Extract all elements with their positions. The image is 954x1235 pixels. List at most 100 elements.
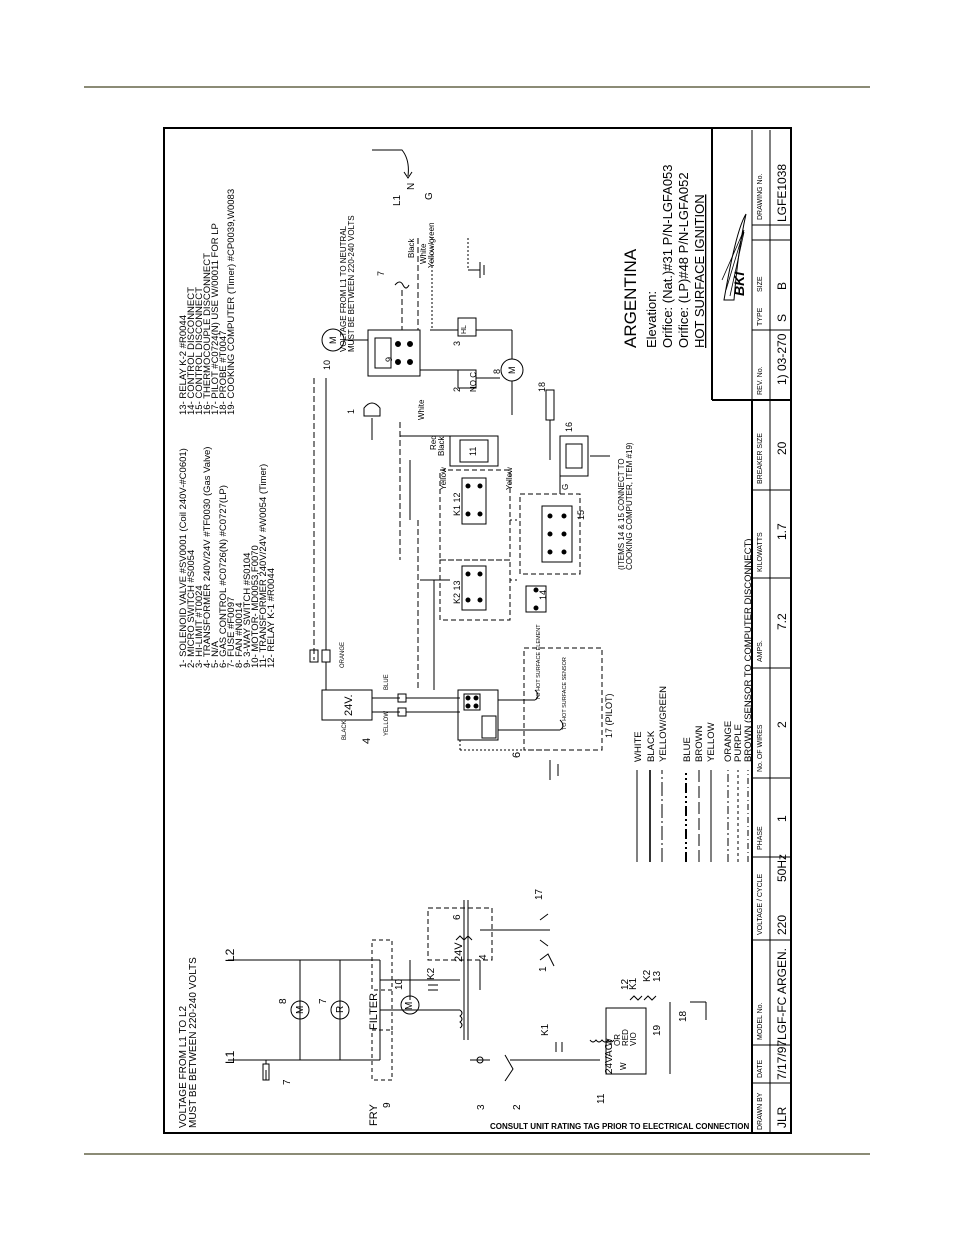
label-13: 13: [652, 970, 663, 982]
wiring-g2: G: [561, 484, 570, 490]
label-vio: VIO: [629, 1032, 638, 1046]
wiring-hl: HL: [461, 325, 468, 334]
label-1: 1: [538, 966, 549, 972]
motor-m2: M: [404, 1002, 415, 1010]
title-block: [164, 128, 791, 1134]
legend-yellow-green: YELLOW/GREEN: [658, 686, 669, 762]
legend-item-15: 15- CONTROL DISCONNECT: [194, 287, 205, 415]
wiring-note-1: VOLTAGE FROM L1 TO NEUTRAL: [339, 225, 348, 352]
wiring-6: 6: [511, 752, 523, 758]
wire-yellow2: Yellow: [505, 467, 514, 490]
wire-orange: ORANGE: [340, 642, 346, 668]
hdr-voltage: VOLTAGE / CYCLE: [757, 873, 764, 935]
wiring-labels: VOLTAGE FROM L1 TO NEUTRAL MUST BE BETWE…: [322, 183, 634, 758]
ignition: HOT SURFACE IGNITION: [692, 194, 707, 348]
wiring-24v: 24V.: [343, 694, 355, 716]
wire-legend: [636, 770, 749, 862]
wiring-no-c: NO C: [469, 372, 478, 392]
orifice-lp: Orifice: (LP)#48 P/N-LGFA052: [676, 172, 691, 348]
label-11: 11: [596, 1093, 607, 1104]
legend-yellow: YELLOW: [706, 722, 717, 762]
wire-black2: Black: [437, 435, 446, 456]
relay-r: R: [335, 1006, 346, 1013]
legend-purple: PURPLE: [733, 724, 744, 762]
power-g: G: [424, 192, 435, 200]
wire-legend-labels: WHITE BLACK YELLOW/GREEN BLUE BROWN YELL…: [633, 539, 754, 762]
hdr-wires: No. OF WIRES: [757, 724, 764, 772]
motor-m: M: [295, 1006, 306, 1014]
component-legend: 1- SOLENOID VALVE #SV0001 (Coil 240V-#C0…: [178, 189, 277, 668]
legend-item-7: 7- FUSE #F0097: [226, 597, 237, 668]
ladder-voltage-1: VOLTAGE FROM L1 TO L2: [178, 1005, 189, 1128]
power-n: N: [406, 183, 417, 190]
wiring-k1-12: K1 12: [452, 492, 462, 516]
hot-element: TO HOT SURFACE ELEMENT: [536, 624, 542, 700]
ladder-diagram: [228, 900, 707, 1082]
legend-item-2: 2- MICRO SWITCH #S0054: [186, 550, 197, 668]
label-8: 8: [278, 998, 289, 1004]
wiring-diagram: [309, 149, 610, 780]
val-voltage: 220: [775, 915, 789, 935]
label-19: 19: [652, 1024, 663, 1036]
legend-item-6: 6- GAS CONTROL #C0726(N) #C0727(LP): [218, 485, 229, 668]
wiring-18: 18: [537, 382, 547, 392]
label-17: 17: [534, 888, 545, 900]
title-block-text: DRAWN BY DATE MODEL No. VOLTAGE / CYCLE …: [757, 174, 764, 1130]
wire-yellow: Yellow: [439, 467, 448, 490]
wiring-10: 10: [322, 360, 332, 370]
ladder-labels: VOLTAGE FROM L1 TO L2 MUST BE BETWEEN 22…: [178, 888, 689, 1128]
legend-item-12: 12- RELAY K-1 #R0044: [266, 568, 277, 668]
region-elevation: Elevation:: [644, 291, 659, 348]
wiring-4: 4: [361, 738, 373, 744]
wiring-m2: M: [507, 367, 517, 375]
wiring-9: 9: [384, 357, 394, 362]
wiring-k2-13: K2 13: [452, 580, 462, 604]
label-w1: W: [619, 1062, 628, 1070]
legend-item-19: 19- COOKING COMPUTER (Timer) #CP0039,W00…: [226, 189, 237, 415]
legend-item-17: 17- PILOT #C0724(N) USE W/00011 FOR LP: [210, 223, 221, 415]
label-fry: FRY: [368, 1104, 380, 1126]
label-9: 9: [382, 1102, 393, 1108]
consult-note: CONSULT UNIT RATING TAG PRIOR TO ELECTRI…: [490, 1122, 749, 1131]
hdr-date: DATE: [757, 1060, 764, 1078]
footer-rule: [84, 1153, 870, 1155]
hdr-type: TYPE: [757, 307, 764, 326]
hdr-model: MODEL No.: [757, 1002, 764, 1040]
legend-brown: BROWN: [694, 725, 705, 762]
val-model: LGF-FC ARGEN.: [775, 948, 789, 1040]
label-24v: 24V: [453, 942, 465, 962]
wiring-note-2: MUST BE BETWEEN 220-240 VOLTS: [347, 215, 356, 352]
wiring-16: 16: [564, 422, 574, 432]
legend-blue: BLUE: [682, 737, 693, 762]
wire-yellow-green: Yellow/green: [427, 222, 436, 268]
label-w2: W: [605, 1038, 614, 1046]
label-l1: L1: [223, 1050, 237, 1064]
val-kilowatts: 1.7: [775, 523, 789, 540]
wire-white2: White: [417, 399, 426, 420]
val-type: S: [775, 314, 789, 322]
wire-black: Black: [407, 237, 416, 258]
label-k1: K1: [540, 1023, 551, 1036]
val-drawing-no: LGFE1038: [775, 164, 789, 222]
label-12: 12: [620, 978, 631, 990]
wire-white: White: [419, 243, 428, 264]
label-k2: K2: [426, 967, 437, 980]
label-k2b: K2: [642, 969, 653, 982]
legend-item-16: 16- THERMOCOUPLE DISCONNECT: [202, 253, 213, 415]
bki-logo: BKI: [721, 213, 747, 301]
legend-item-5: 5- N/A: [210, 640, 221, 668]
hdr-amps: AMPS.: [757, 640, 764, 662]
label-2: 2: [512, 1104, 523, 1110]
legend-black: BLACK: [646, 730, 657, 762]
hdr-phase: PHASE: [757, 826, 764, 850]
val-size: B: [775, 282, 789, 290]
ladder-voltage-2: MUST BE BETWEEN 220-240 VOLTS: [188, 957, 199, 1128]
legend-brown-sensor: BROWN (SENSOR TO COMPUTER DISCONNECT): [743, 539, 754, 762]
val-cycle: 50Hz: [775, 854, 789, 882]
wire-blue: BLUE: [384, 674, 390, 690]
val-date: 7/17/97: [775, 1040, 789, 1080]
hot-sensor: TO HOT SURFACE SENSOR: [562, 657, 568, 730]
label-filter: FILTER: [368, 993, 380, 1030]
val-drawn-by: JLR: [775, 1106, 789, 1128]
items-note-1: (ITEMS 14 & 15 CONNECT TO: [617, 458, 626, 570]
